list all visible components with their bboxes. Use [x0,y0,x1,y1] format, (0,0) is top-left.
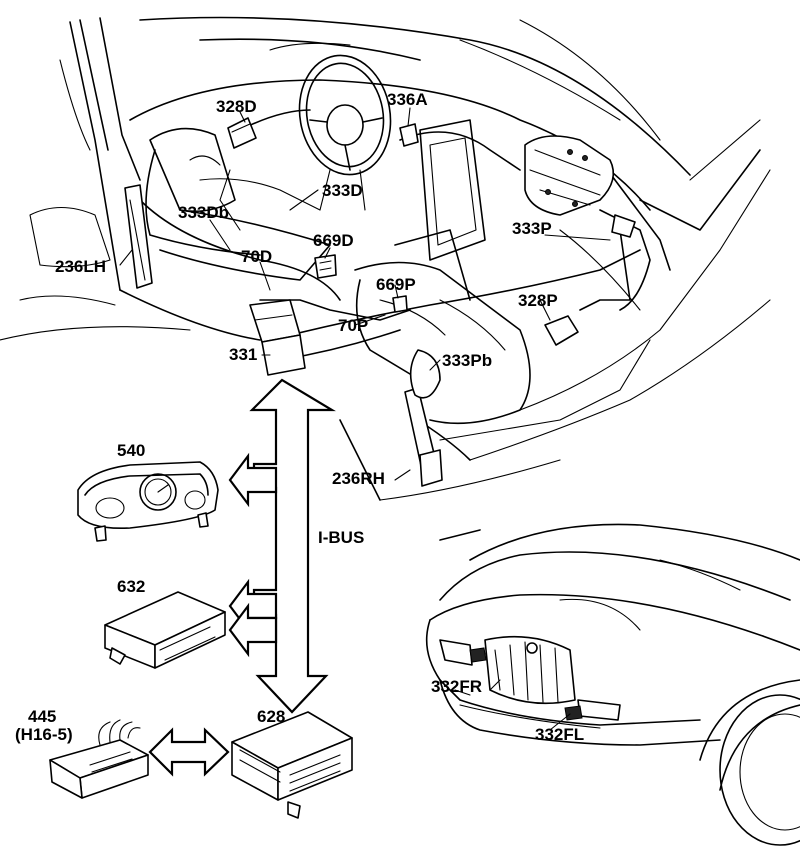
diagnostic-connector-445 [49,719,149,799]
label-333P: 333P [512,219,552,238]
label-236LH: 236LH [55,257,106,276]
sensor-336A [399,123,419,147]
sensor-328D [227,117,257,149]
control-unit-331 [249,299,306,376]
label-669P: 669P [376,275,416,294]
airbag-module-passenger-333P [524,135,636,238]
leader-lines [119,107,611,731]
label-336A: 336A [387,90,428,109]
module-669D [314,254,337,279]
label-i-bus: I-BUS [318,528,364,547]
label-332FR: 332FR [431,677,482,696]
label-h16-5: (H16-5) [15,725,73,744]
module-628 [231,711,353,819]
sensor-328P [544,315,579,346]
label-540: 540 [117,441,145,460]
vehicle-front [425,523,800,846]
label-328P: 328P [518,291,558,310]
module-669P [392,295,408,313]
label-445: 445 [28,707,56,726]
label-669D: 669D [313,231,354,250]
instrument-cluster-540 [77,461,219,542]
belt-buckle-236LH [124,184,153,289]
vehicle-interior [0,16,771,501]
label-333Db: 333Db [178,203,229,222]
label-70D: 70D [241,247,272,266]
label-333D: 333D [322,181,363,200]
labels: 328D 336A 333D 333Db 669D 333P 70D 236LH… [15,90,584,744]
label-333Pb: 333Pb [442,351,492,370]
diagnostic-link-arrow [148,727,230,777]
belt-buckle-236RH [404,349,443,487]
i-bus-arrow [228,378,336,714]
label-328D: 328D [216,97,257,116]
label-236RH: 236RH [332,469,385,488]
label-332FL: 332FL [535,725,584,744]
label-331: 331 [229,345,257,364]
label-70P: 70P [338,316,368,335]
label-628: 628 [257,707,285,726]
label-632: 632 [117,577,145,596]
control-unit-632 [104,591,226,669]
